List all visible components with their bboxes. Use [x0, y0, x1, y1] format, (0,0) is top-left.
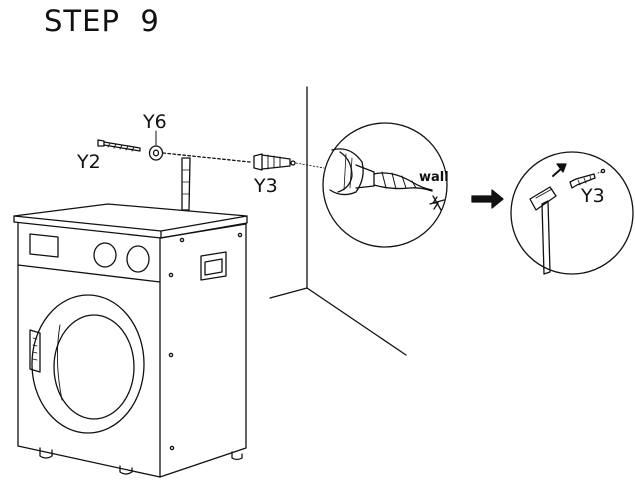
step-title: STEP 9	[44, 4, 160, 38]
wall-corner	[269, 86, 407, 356]
wall-plug-y3	[253, 153, 296, 171]
hammer-icon	[529, 186, 557, 275]
anti-tip-strap	[181, 157, 191, 211]
washing-machine	[13, 203, 248, 478]
label-y6: Y6	[142, 111, 167, 133]
screw-y2	[97, 139, 141, 152]
label-y3-right: Y3	[580, 185, 605, 207]
hammer-detail-callout	[510, 151, 634, 275]
washer-y6	[148, 145, 164, 161]
label-wall: wall	[419, 170, 449, 185]
alignment-guide	[162, 152, 251, 163]
drill-bit-icon	[373, 171, 433, 192]
arrow-right-icon	[471, 189, 504, 209]
callout-connector	[295, 162, 325, 169]
label-y3: Y3	[253, 175, 278, 197]
label-y2: Y2	[76, 151, 101, 173]
drilling-detail-callout	[322, 122, 448, 248]
no-hammer-drill-icon	[429, 195, 445, 211]
